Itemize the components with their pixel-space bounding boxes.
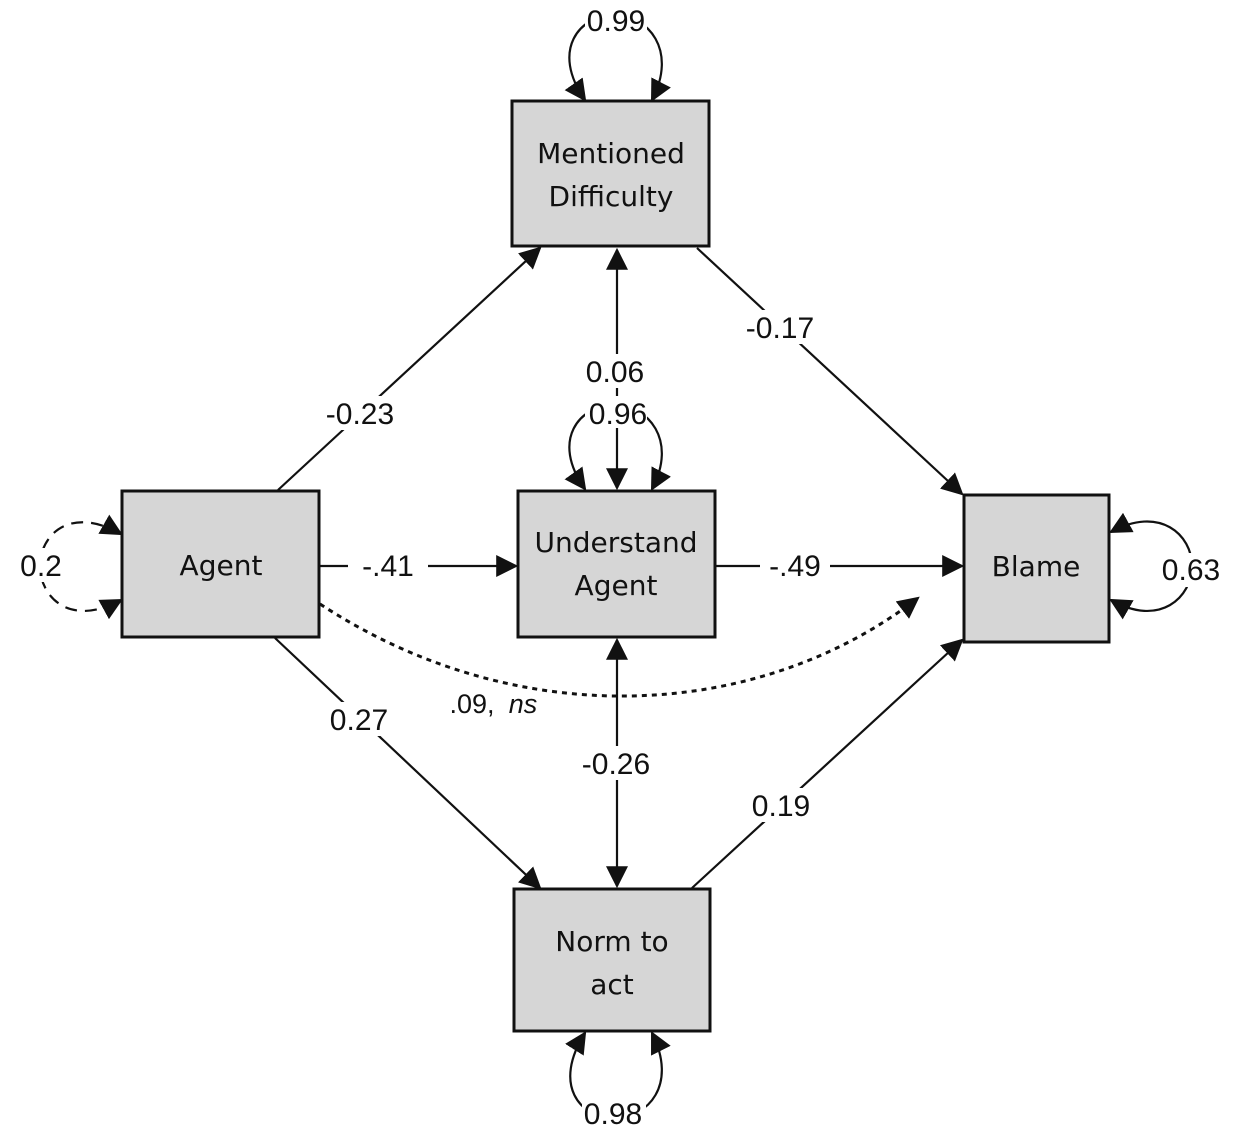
node-mentioned-difficulty-line2: Difficulty: [549, 180, 674, 213]
coef-understand-to-blame: -.49: [769, 550, 821, 583]
node-agent: Agent: [120, 489, 321, 639]
path-norm-to-blame: [691, 638, 964, 889]
coef-agent-to-understand: -.41: [362, 550, 414, 583]
coef-agent-to-blame-sig: ns: [509, 689, 538, 719]
node-mentioned-difficulty-line1: Mentioned: [537, 137, 685, 170]
node-understand-agent: Understand Agent: [516, 489, 717, 639]
node-blame-label: Blame: [992, 550, 1081, 583]
coef-difficulty-to-blame: -0.17: [746, 312, 814, 345]
node-norm-to-act: Norm to act: [512, 887, 712, 1033]
coef-difficulty-understand-cov: 0.06: [586, 356, 644, 389]
coef-agent-to-blame: .09,: [449, 689, 494, 719]
variance-difficulty: 0.99: [587, 5, 645, 38]
variance-agent: 0.2: [20, 550, 62, 583]
path-difficulty-to-blame: [696, 247, 964, 496]
coef-norm-to-blame: 0.19: [752, 790, 810, 823]
path-agent-to-difficulty: [277, 246, 542, 491]
coef-agent-to-norm: 0.27: [330, 704, 388, 737]
coef-agent-to-difficulty: -0.23: [326, 398, 394, 431]
node-understand-agent-line1: Understand: [535, 526, 698, 559]
path-agent-to-blame-direct: [319, 596, 920, 698]
coef-understand-norm-cov: -0.26: [582, 748, 650, 781]
node-blame: Blame: [962, 493, 1111, 644]
node-norm-to-act-line2: act: [590, 968, 634, 1001]
variance-understand: 0.96: [589, 398, 647, 431]
node-norm-to-act-line1: Norm to: [555, 925, 668, 958]
node-agent-label: Agent: [180, 549, 263, 582]
variance-norm: 0.98: [584, 1098, 642, 1131]
variance-blame: 0.63: [1162, 554, 1220, 587]
node-mentioned-difficulty: Mentioned Difficulty: [510, 99, 711, 248]
path-agent-to-norm: [274, 637, 542, 890]
node-understand-agent-line2: Agent: [575, 569, 658, 602]
